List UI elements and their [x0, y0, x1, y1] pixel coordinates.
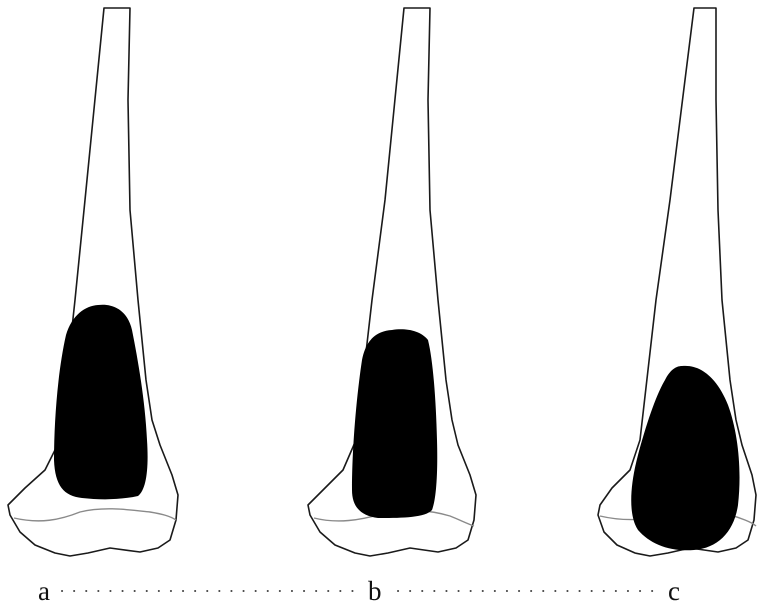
- lesion-b: [352, 329, 437, 518]
- panel-label-c: c: [668, 576, 680, 606]
- panel-b: [308, 8, 476, 556]
- panel-label-b: b: [368, 576, 382, 606]
- panel-c: [598, 8, 756, 556]
- panel-a: [8, 8, 178, 556]
- panel-label-a: a: [38, 576, 50, 606]
